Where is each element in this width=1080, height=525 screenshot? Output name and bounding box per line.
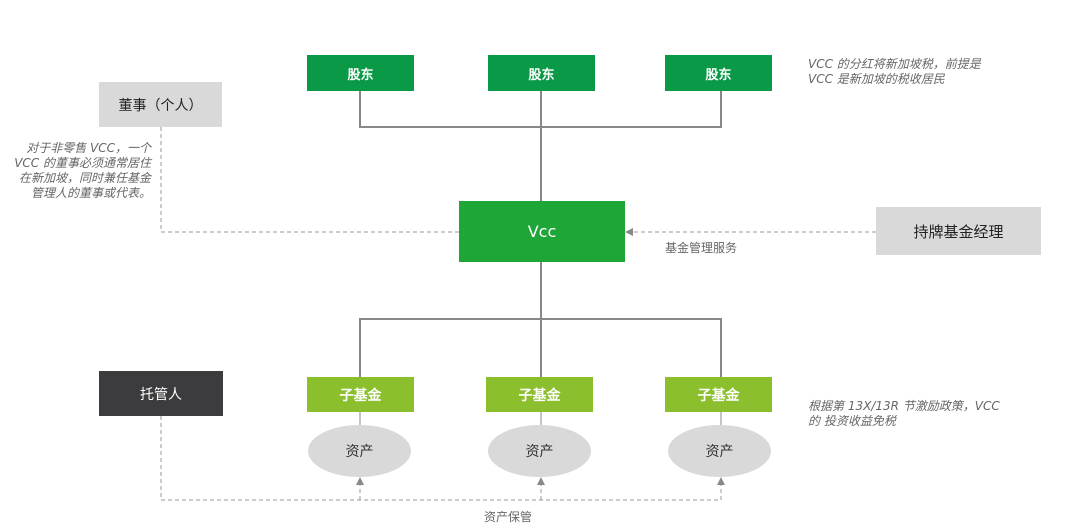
shareholder-connectors (359, 91, 722, 201)
director-note-line-4: 管理人的董事或代表。 (30, 186, 151, 200)
director-box: 董事（个人） (99, 82, 222, 127)
dividend-note-line-1: VCC 的分红将新加坡税，前提是 (808, 57, 981, 71)
vcc-box: Vcc (459, 201, 625, 262)
subfund-box-1: 子基金 (307, 377, 414, 412)
asset-ellipse-1: 资产 (308, 425, 411, 477)
director-note: 对于非零售 VCC，一个 VCC 的董事必须通常居住 在新加坡，同时兼任基金 管… (0, 141, 151, 201)
incentive-note-line-1: 根据第 13X/13R 节激励政策，VCC (808, 399, 1000, 413)
subfund-box-2: 子基金 (486, 377, 593, 412)
asset-ellipse-3: 资产 (668, 425, 771, 477)
director-note-line-2: VCC 的董事必须通常居住 (14, 156, 151, 170)
asset-custody-label: 资产保管 (484, 510, 533, 524)
incentive-note-line-2: 的 投资收益免税 (808, 414, 896, 428)
director-dashed-line (160, 127, 459, 233)
shareholder-box-1: 股东 (307, 55, 414, 91)
subfund-box-3: 子基金 (665, 377, 772, 412)
subfund-connectors (359, 262, 722, 377)
fund-management-label: 基金管理服务 (665, 241, 738, 255)
incentive-note: 根据第 13X/13R 节激励政策，VCC 的 投资收益免税 (808, 399, 1000, 429)
fund-manager-box: 持牌基金经理 (876, 207, 1041, 255)
director-note-line-1: 对于非零售 VCC，一个 (26, 141, 151, 155)
dividend-note-line-2: VCC 是新加坡的税收居民 (808, 72, 945, 86)
shareholder-box-2: 股东 (488, 55, 595, 91)
custodian-dashed-line (160, 416, 721, 501)
asset-ellipse-2: 资产 (488, 425, 591, 477)
shareholder-box-3: 股东 (665, 55, 772, 91)
subfund-asset-connectors (359, 412, 722, 425)
custodian-box: 托管人 (99, 371, 223, 416)
dividend-note: VCC 的分红将新加坡税，前提是 VCC 是新加坡的税收居民 (808, 57, 981, 87)
director-note-line-3: 在新加坡，同时兼任基金 (18, 171, 151, 185)
